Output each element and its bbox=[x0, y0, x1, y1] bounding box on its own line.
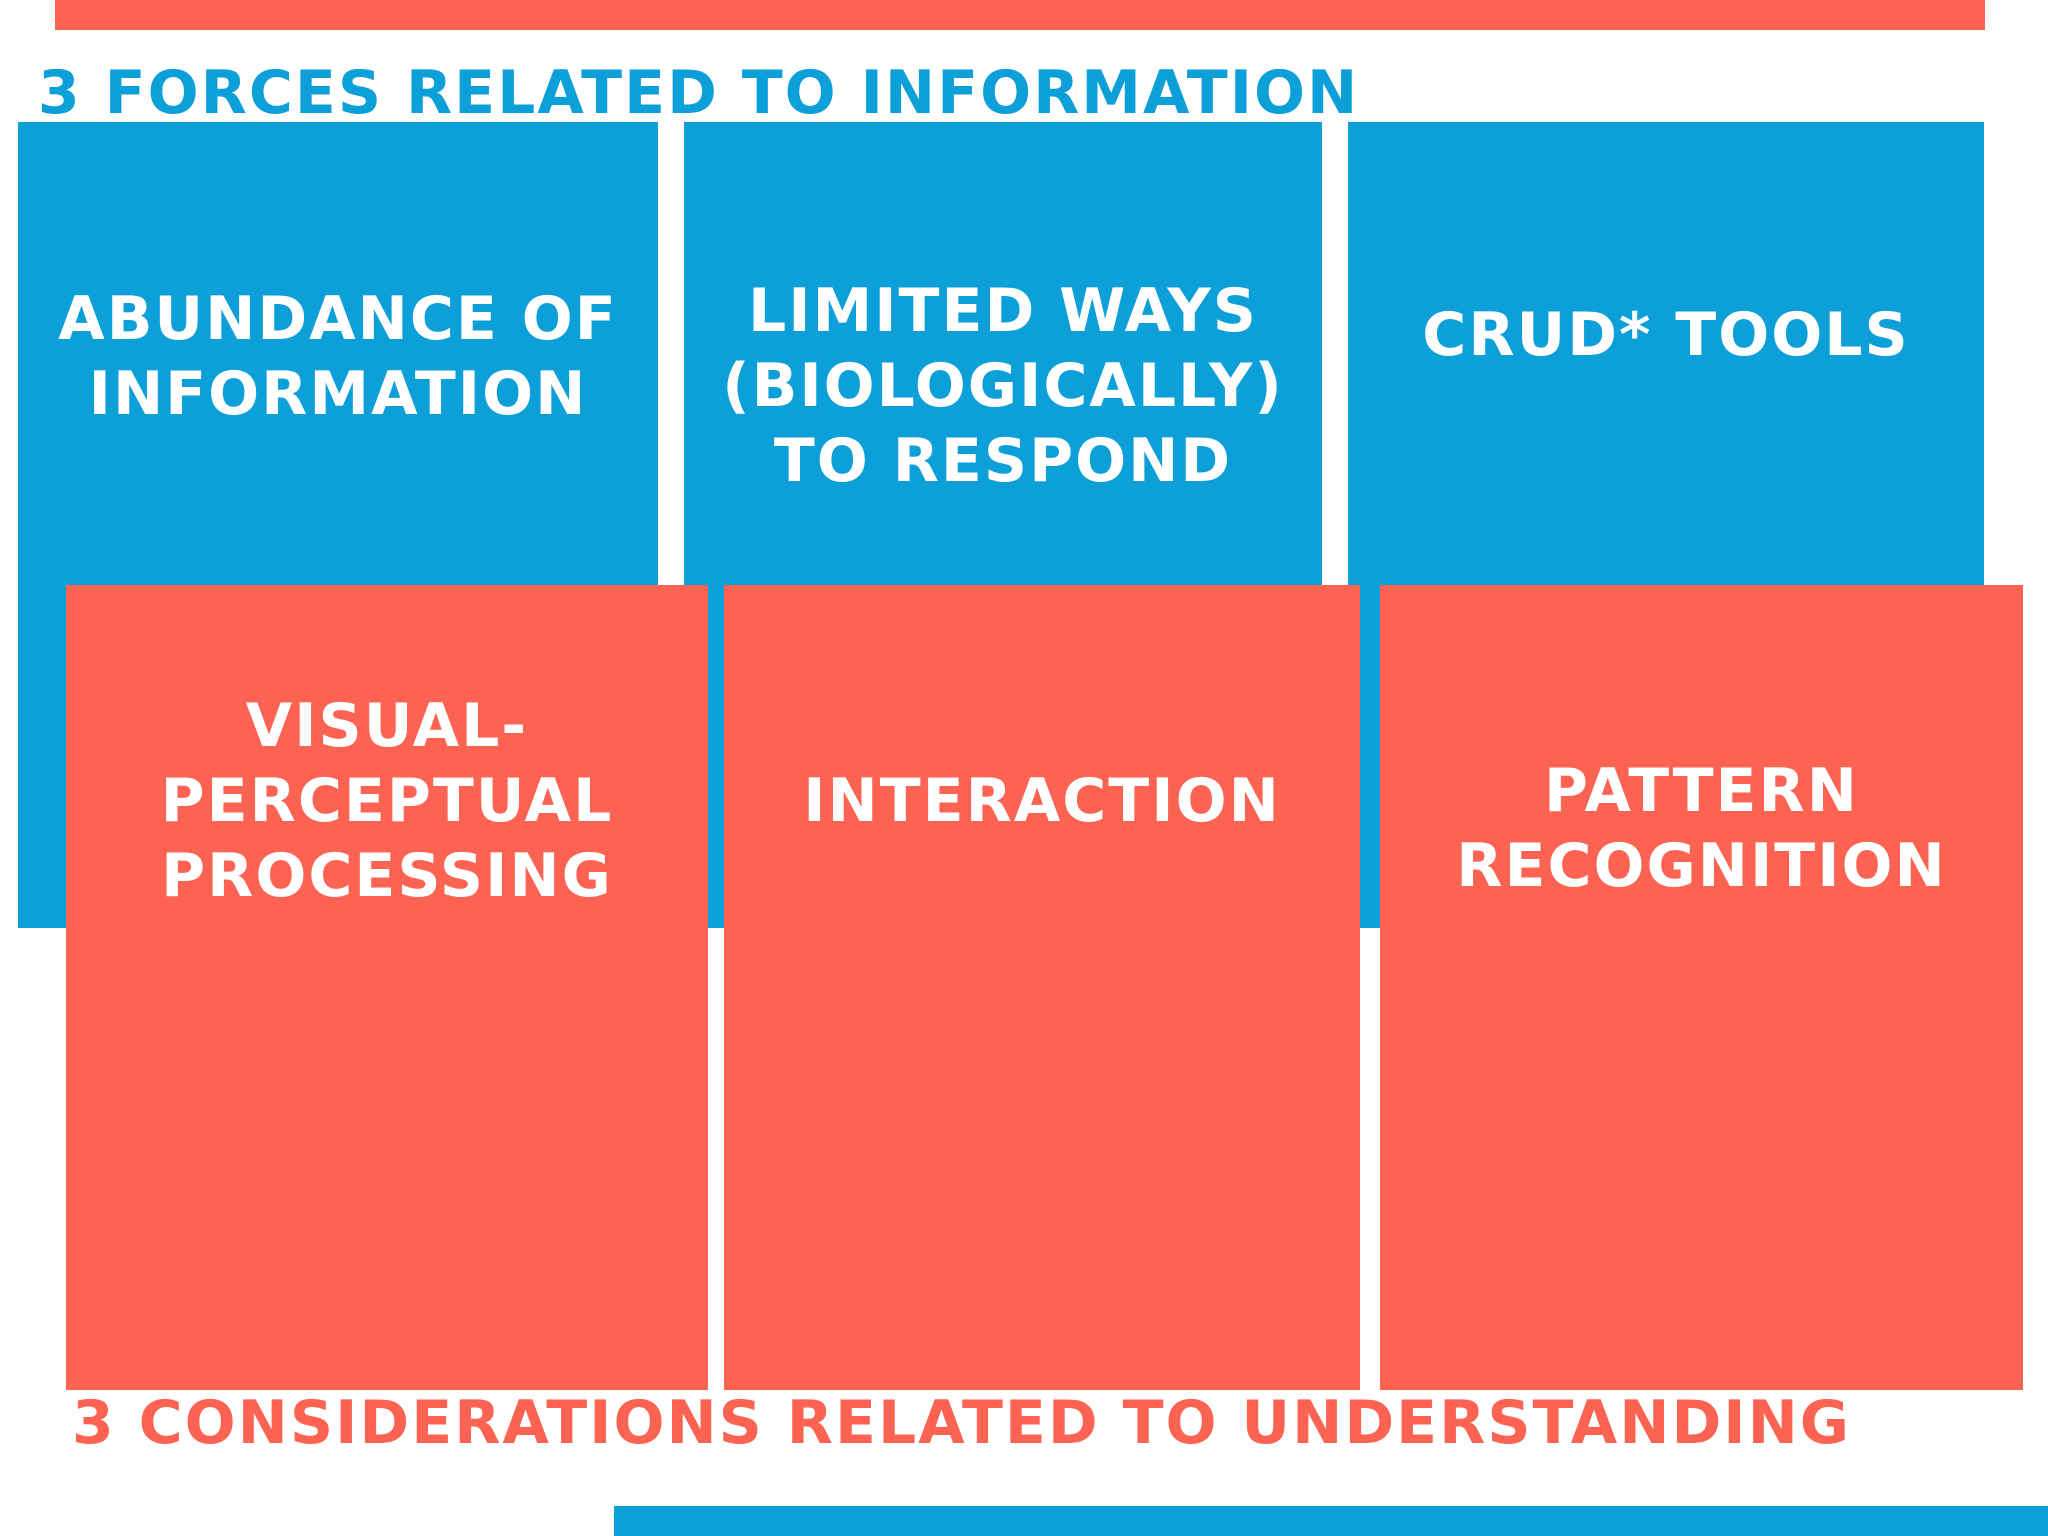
force-box-label-line: ABUNDANCE OF bbox=[58, 284, 618, 354]
consideration-box-visual-perceptual-processing: VISUAL- PERCEPTUAL PROCESSING bbox=[66, 585, 708, 1390]
force-box-label-line: (BIOLOGICALLY) bbox=[722, 351, 1284, 421]
force-box-label-line: INFORMATION bbox=[88, 359, 588, 429]
consideration-box-pattern-recognition: PATTERN RECOGNITION bbox=[1380, 585, 2023, 1390]
considerations-section-title: 3 CONSIDERATIONS RELATED TO UNDERSTANDIN… bbox=[72, 1388, 1852, 1458]
consideration-box-interaction: INTERACTION bbox=[724, 585, 1360, 1390]
consideration-box-label-line: VISUAL- bbox=[245, 691, 529, 761]
consideration-box-label-line: PROCESSING bbox=[161, 841, 613, 911]
consideration-box-label-line: PATTERN bbox=[1544, 756, 1859, 826]
force-box-label-line: LIMITED WAYS bbox=[747, 276, 1259, 346]
consideration-box-label-line: PERCEPTUAL bbox=[160, 766, 614, 836]
consideration-box-label-line: RECOGNITION bbox=[1456, 831, 1947, 901]
force-box-label-line: CRUD* TOOLS bbox=[1422, 300, 1910, 370]
force-box-label-line: TO RESPOND bbox=[773, 426, 1233, 496]
forces-section-title: 3 FORCES RELATED TO INFORMATION bbox=[38, 58, 1360, 128]
top-red-strip bbox=[55, 0, 1985, 30]
bottom-blue-strip bbox=[614, 1506, 2048, 1536]
consideration-box-label-line: INTERACTION bbox=[803, 766, 1281, 836]
